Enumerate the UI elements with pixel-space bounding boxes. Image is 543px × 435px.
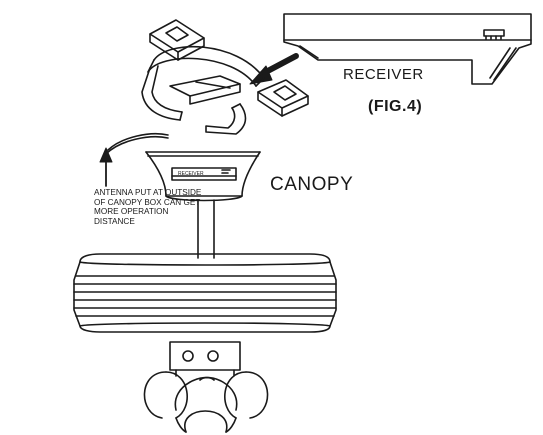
receiver-detail	[283, 13, 532, 85]
antenna-note-line: DISTANCE	[94, 216, 135, 226]
canopy-receiver-label: RECEIVER	[178, 171, 204, 177]
antenna-wire	[99, 132, 169, 187]
motor-housing	[73, 253, 337, 333]
antenna-note-line: ANTENNA PUT AT OUTSIDE	[94, 188, 202, 197]
canopy	[145, 151, 261, 202]
receiver-label: RECEIVER	[343, 66, 424, 83]
antenna-note-line: MORE OPERATION	[94, 207, 169, 217]
canopy-label: CANOPY	[270, 174, 354, 195]
figure-label: (FIG.4)	[368, 98, 423, 115]
antenna-note: ANTENNA PUT AT OUTSIDE OF CANOPY BOX CAN…	[94, 188, 201, 226]
light-kit-plate	[169, 341, 241, 377]
light-shades	[143, 371, 269, 433]
downrod	[197, 199, 215, 259]
mounting-bracket	[141, 19, 309, 135]
antenna-note-line: OF CANOPY BOX CAN GET	[94, 197, 201, 207]
